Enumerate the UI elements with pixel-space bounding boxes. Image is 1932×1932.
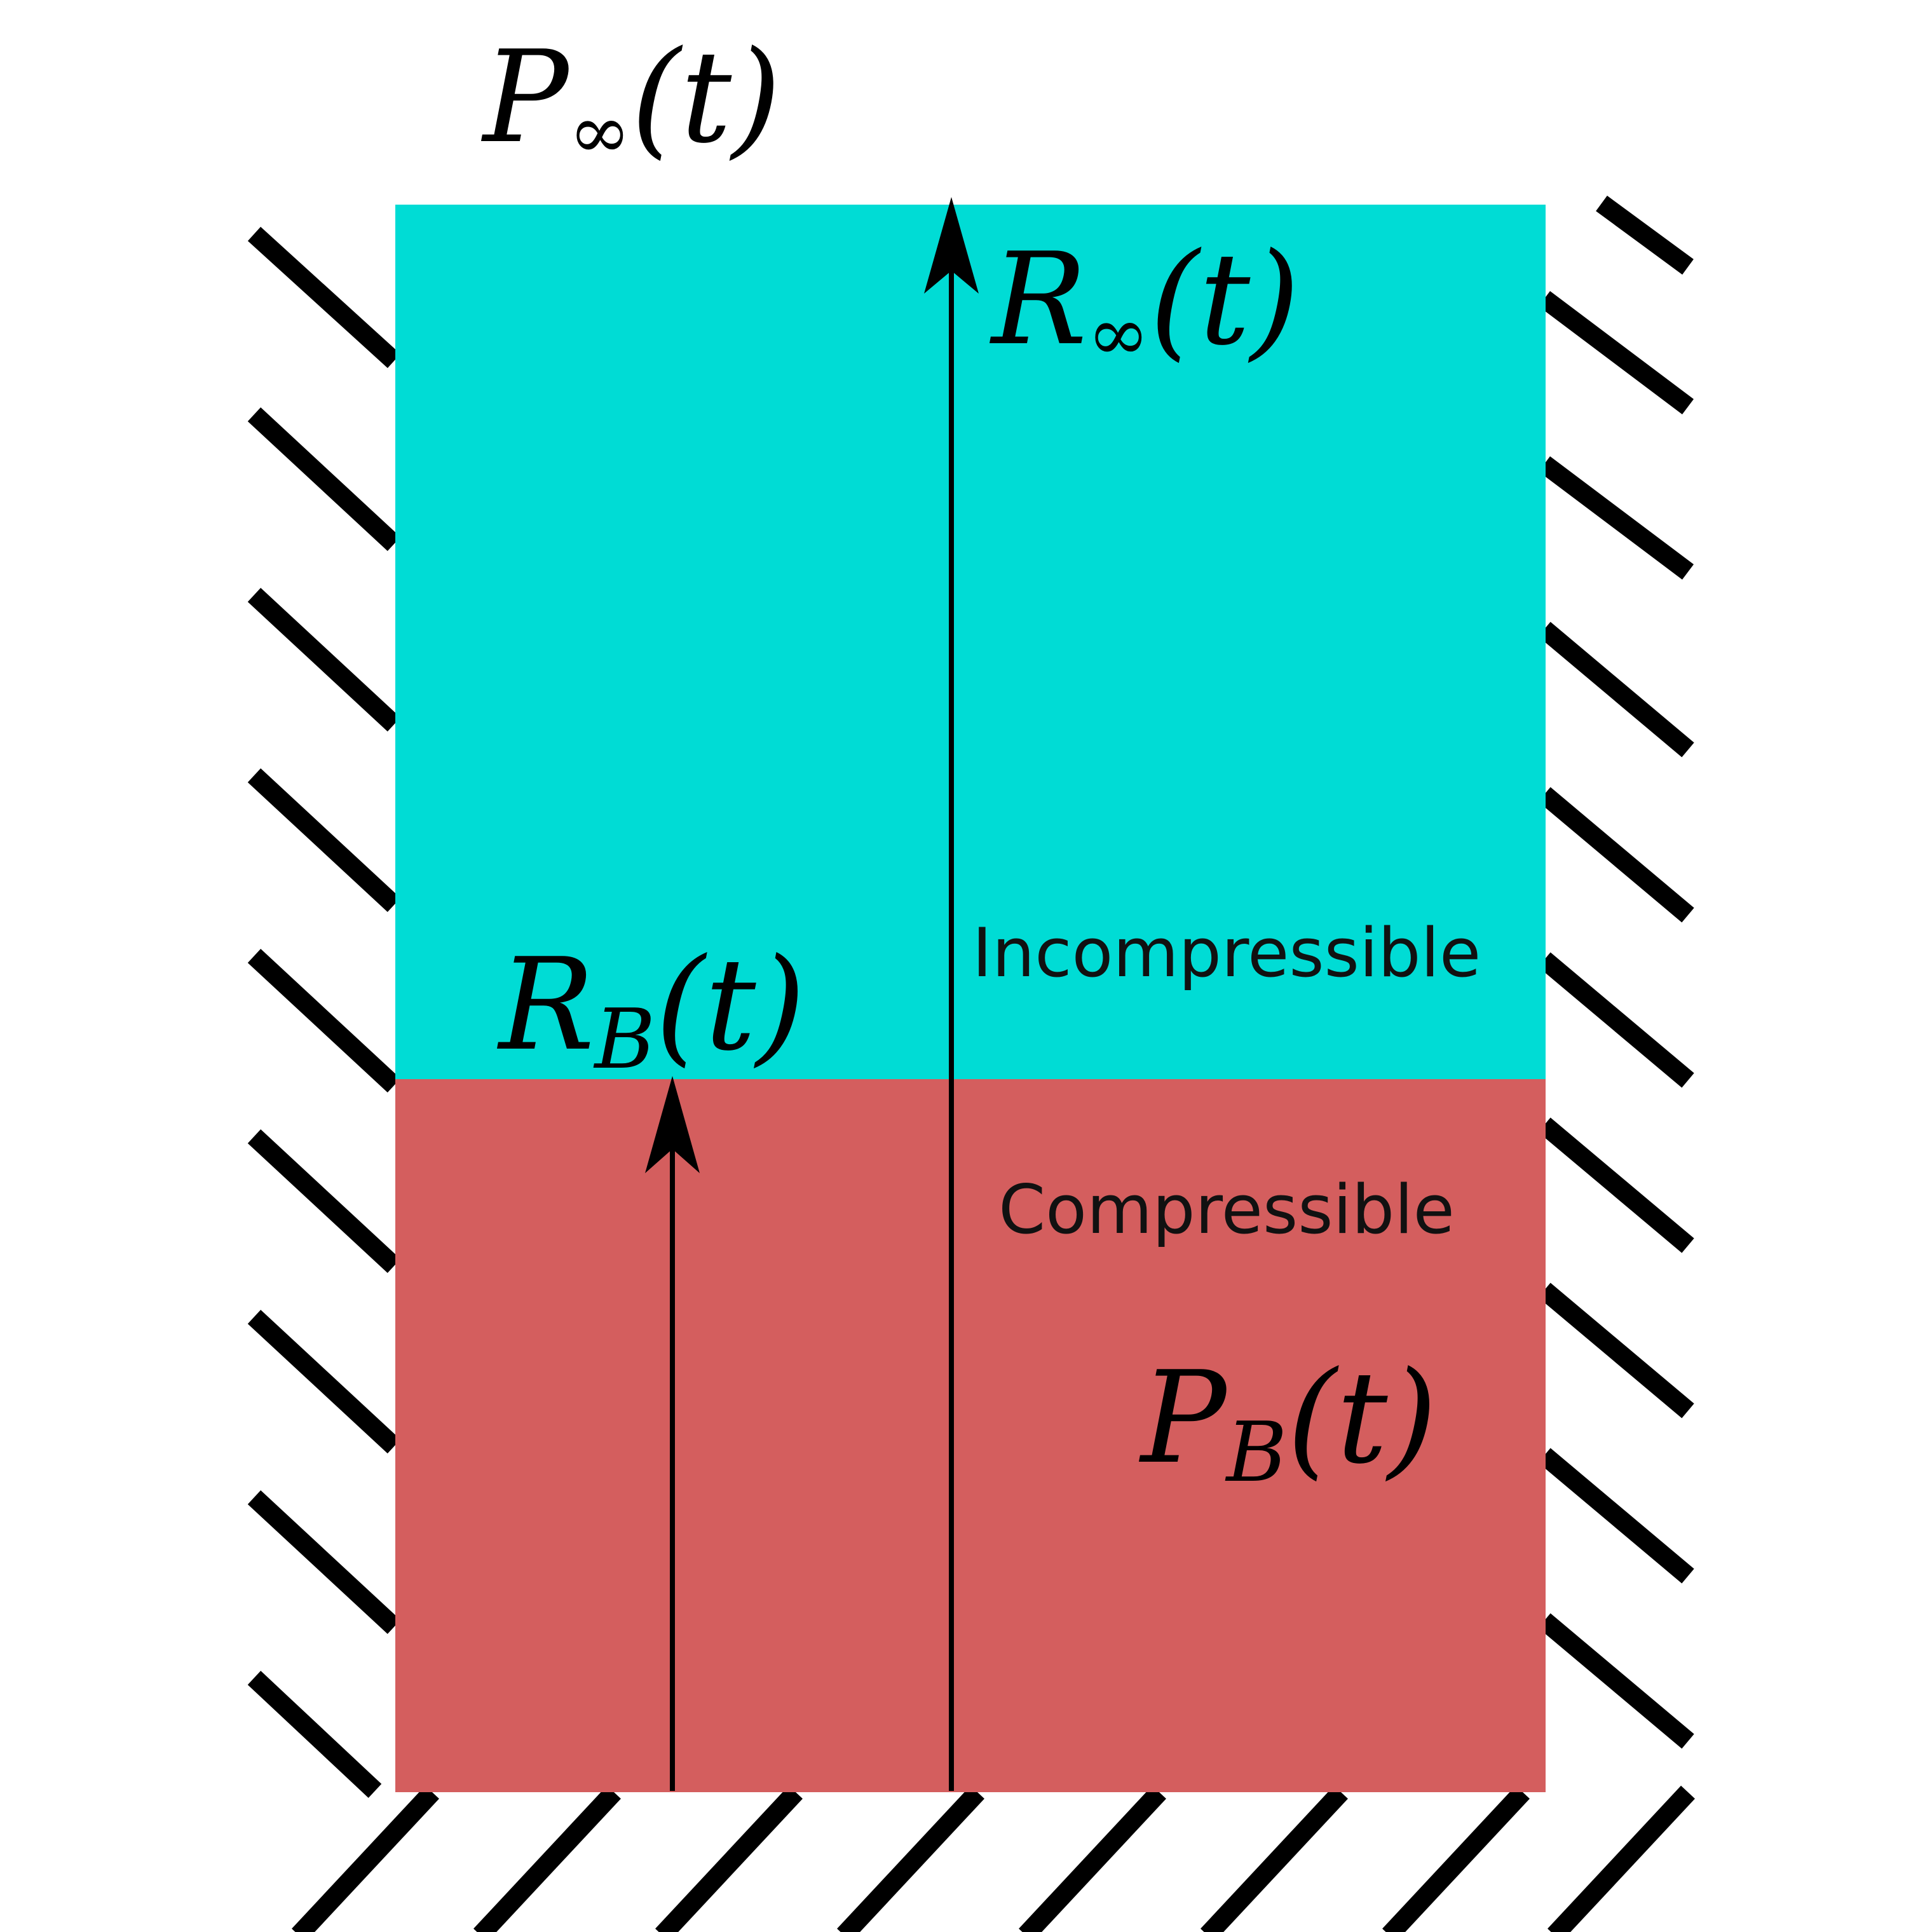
compressible-label: Compressible — [998, 1171, 1455, 1249]
p-infinity-subscript: ∞ — [569, 88, 631, 175]
p-infinity-argument: (t) — [631, 24, 781, 172]
r-b-main: R — [496, 931, 595, 1079]
p-b-subscript: B — [1225, 1404, 1288, 1500]
r-infinity-main: R — [989, 226, 1087, 374]
r-infinity-argument: (t) — [1150, 226, 1300, 374]
p-infinity-label: P∞(t) — [480, 24, 781, 175]
r-b-arrow — [645, 1076, 700, 1791]
left-wall-hatching — [247, 226, 401, 1798]
p-b-main: P — [1138, 1344, 1228, 1492]
r-infinity-arrow — [924, 197, 979, 1791]
p-b-label: PB(t) — [1138, 1344, 1438, 1500]
r-b-subscript: B — [594, 991, 656, 1087]
bottom-wall-hatching — [292, 1785, 1695, 1932]
p-infinity-main: P — [480, 24, 571, 172]
r-infinity-label: R∞(t) — [989, 226, 1300, 378]
r-b-argument: (t) — [655, 931, 805, 1079]
r-infinity-subscript: ∞ — [1087, 290, 1150, 378]
incompressible-region — [395, 205, 1546, 1079]
compressible-region — [395, 1079, 1546, 1792]
r-b-label: RB(t) — [496, 931, 806, 1087]
p-b-argument: (t) — [1287, 1344, 1437, 1492]
incompressible-label: Incompressible — [972, 914, 1481, 992]
right-wall-hatching — [1538, 195, 1694, 1749]
